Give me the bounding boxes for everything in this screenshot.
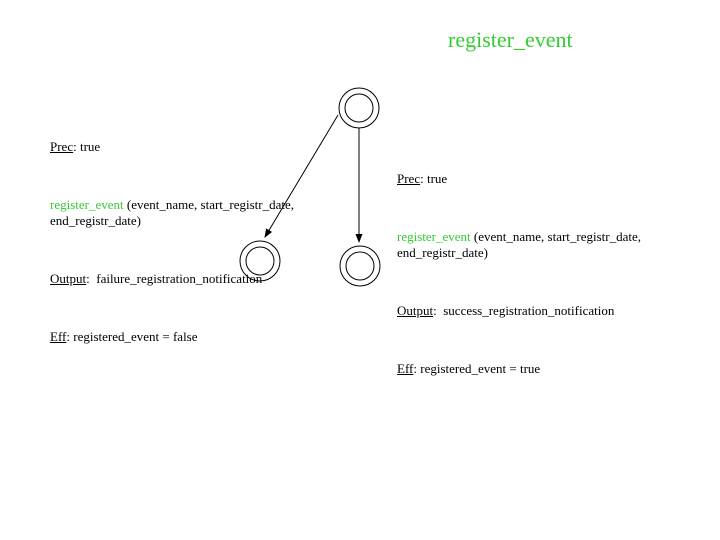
initial-state-node bbox=[338, 87, 380, 129]
success-output-line: Output: success_registration_notificatio… bbox=[397, 303, 692, 319]
failure-transition-arrow bbox=[264, 114, 339, 238]
prec-value: : true bbox=[73, 139, 101, 154]
output-label: Output bbox=[50, 271, 87, 286]
success-action-line: register_event (event_name, start_regist… bbox=[397, 229, 692, 261]
action-name: register_event bbox=[397, 229, 471, 244]
output-value: : success_registration_notification bbox=[433, 303, 615, 318]
action-args: (event_name, start_registr_date, bbox=[123, 197, 295, 212]
prec-value: : true bbox=[420, 171, 448, 186]
eff-label: Eff bbox=[397, 361, 414, 376]
prec-label: Prec bbox=[50, 139, 74, 154]
eff-label: Eff bbox=[50, 329, 67, 344]
failure-output-line: Output: failure_registration_notificatio… bbox=[50, 271, 340, 287]
failure-spec-block: Prec: true register_event (event_name, s… bbox=[50, 107, 340, 377]
page-title: register_event bbox=[448, 27, 573, 52]
failure-final-state-node bbox=[239, 240, 281, 282]
success-prec-line: Prec: true bbox=[397, 171, 692, 187]
output-label: Output bbox=[397, 303, 434, 318]
action-args-continued: end_registr_date) bbox=[50, 213, 141, 228]
eff-value: : registered_event = true bbox=[413, 361, 541, 376]
action-args-continued: end_registr_date) bbox=[397, 245, 488, 260]
failure-action-line: register_event (event_name, start_regist… bbox=[50, 197, 340, 229]
eff-value: : registered_event = false bbox=[66, 329, 198, 344]
prec-label: Prec bbox=[397, 171, 421, 186]
success-eff-line: Eff: registered_event = true bbox=[397, 361, 692, 377]
action-args: (event_name, start_registr_date, bbox=[470, 229, 642, 244]
action-name: register_event bbox=[50, 197, 124, 212]
failure-eff-line: Eff: registered_event = false bbox=[50, 329, 340, 345]
success-spec-block: Prec: true register_event (event_name, s… bbox=[397, 139, 692, 409]
failure-prec-line: Prec: true bbox=[50, 139, 340, 155]
success-final-state-node bbox=[339, 245, 381, 287]
output-value: : failure_registration_notification bbox=[86, 271, 263, 286]
